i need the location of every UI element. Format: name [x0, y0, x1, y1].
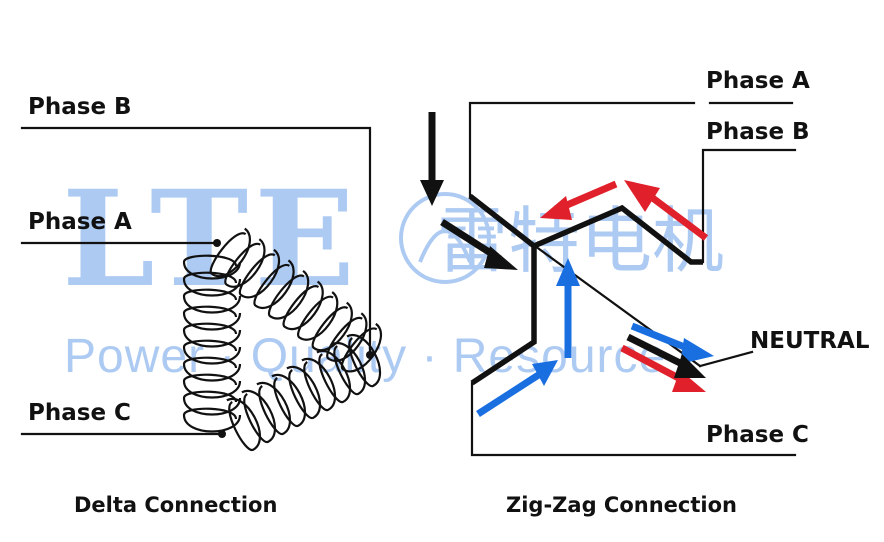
black-arrow-neutral	[626, 333, 706, 378]
red-arrow-phase-b	[624, 180, 709, 241]
zz-phase-a-label: Phase A	[706, 68, 810, 94]
zz-neutral-stub	[698, 350, 754, 368]
zz-phase-b-wire	[701, 148, 797, 264]
zz-neutral-label: NEUTRAL	[750, 328, 870, 354]
blue-arrow-neutral	[630, 322, 714, 364]
delta-phase-b-label: Phase B	[28, 94, 132, 120]
zz-phase-c-wire	[470, 381, 797, 457]
zz-phase-c-label: Phase C	[706, 422, 809, 448]
delta-node-a	[213, 239, 221, 247]
delta-node-b	[366, 351, 374, 359]
delta-phase-c-label: Phase C	[28, 400, 131, 426]
watermark-chinese: 雷特电机	[436, 199, 724, 283]
blue-arrow-up	[556, 258, 580, 358]
red-arrow-to-center	[540, 180, 618, 220]
delta-phase-a-label: Phase A	[28, 209, 132, 235]
zz-winding-b	[532, 204, 703, 265]
blue-arrow-diagonal	[476, 360, 558, 417]
zz-neutral-wire	[533, 244, 702, 368]
delta-caption: Delta Connection	[74, 493, 277, 517]
zz-phase-b-label: Phase B	[706, 119, 810, 145]
delta-diagram: Phase B Phase A Phase C Delta Connection	[20, 94, 391, 517]
zz-winding-a	[468, 193, 536, 249]
delta-phase-b-wire	[20, 126, 372, 357]
black-arrow-diagonal	[440, 219, 518, 270]
zz-winding-c	[470, 246, 537, 386]
zz-phase-a-wire	[468, 101, 696, 198]
zigzag-diagram: Phase A Phase B NEUTRAL Phase C Zig-Zag …	[420, 68, 870, 517]
zigzag-caption: Zig-Zag Connection	[506, 493, 737, 517]
black-arrow-down	[420, 112, 444, 206]
watermark-circle-logo	[399, 192, 491, 284]
watermark-logo: LTE	[62, 162, 361, 317]
delta-node-c	[218, 430, 226, 438]
